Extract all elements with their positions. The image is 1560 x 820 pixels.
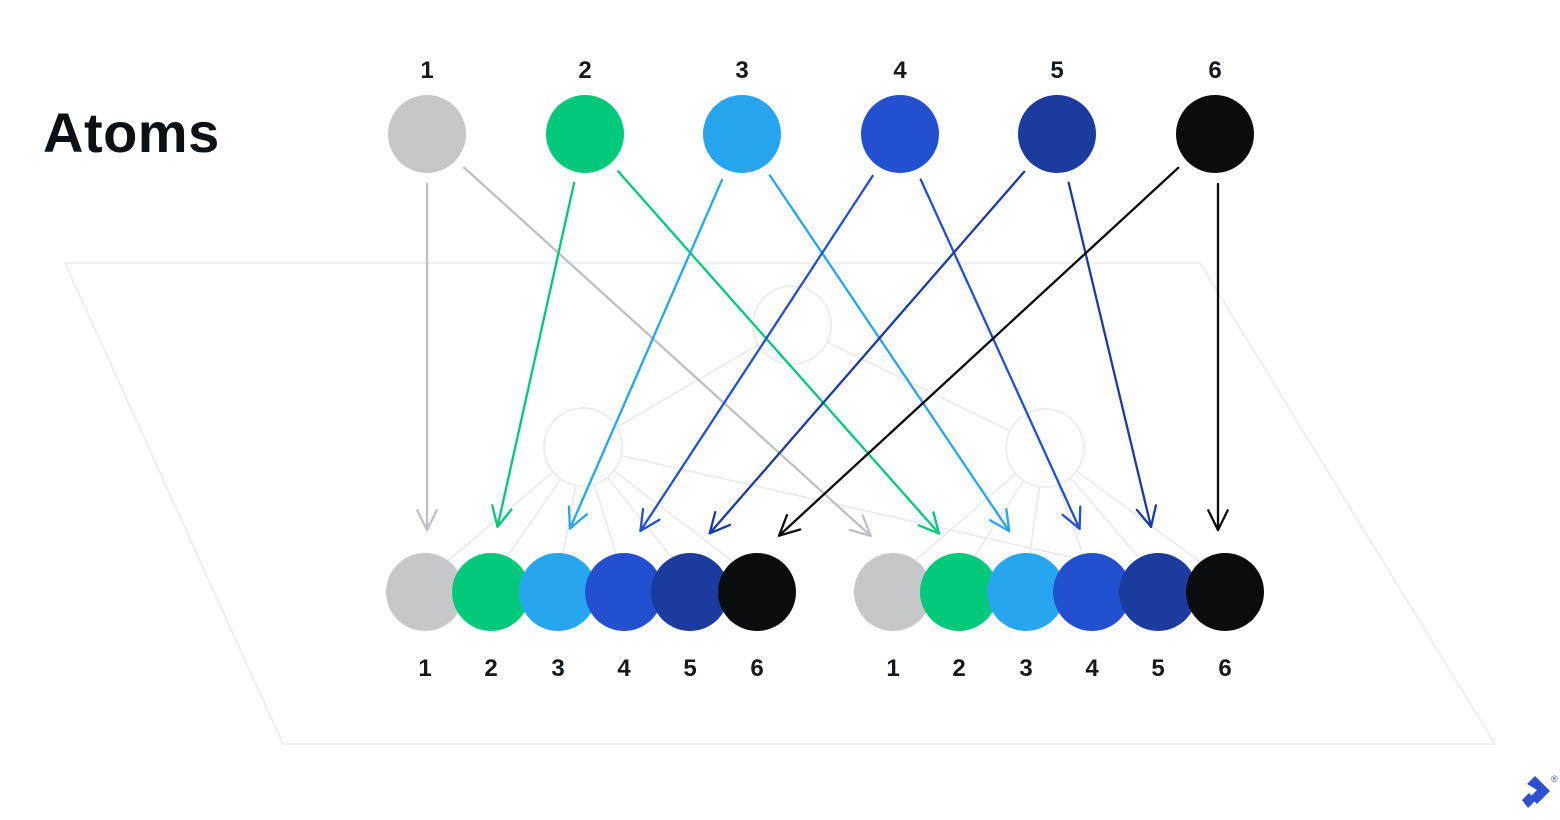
arrow-atom2-to-right-2-head (917, 524, 941, 535)
arrow-atom3-to-right-3-shaft (768, 174, 1011, 533)
atom-circle-3 (703, 95, 781, 173)
molecule-left-circle-2 (452, 553, 530, 631)
molecule-left-label-6: 6 (750, 655, 763, 682)
toptal-logo-bar-icon (1522, 793, 1536, 808)
molecule-right-label-2: 2 (952, 655, 965, 682)
atom-label-5: 5 (1050, 57, 1063, 84)
arrow-atom5-to-left-5-head (708, 523, 732, 535)
molecule-left-label-3: 3 (551, 655, 564, 682)
page-title: Atoms (43, 101, 220, 164)
molecule-right-circle-5 (1119, 553, 1197, 631)
atom-label-2: 2 (578, 57, 591, 84)
arrow-atom6-to-right-6-head (1216, 509, 1229, 532)
arrow-atom1-to-right-1 (462, 166, 872, 538)
arrow-atom1-to-right-1-head (861, 514, 872, 538)
arrow-atom6-to-left-6 (777, 166, 1180, 537)
arrow-atom5-to-left-5-shaft (708, 170, 1026, 535)
background-plane (63, 262, 1497, 745)
arrow-atom4-to-right-4-head (1078, 505, 1082, 530)
molecule-left-circle-5 (651, 553, 729, 631)
arrow-atom5-to-right-5-head (1149, 504, 1158, 528)
arrow-atom1-to-right-1-head (848, 528, 872, 538)
molecule-right-label-4: 4 (1085, 655, 1099, 682)
arrow-atom5-to-left-5-head (708, 510, 717, 535)
registered-trademark: ® (1551, 774, 1558, 784)
arrow-atom6-to-left-6-head (777, 528, 802, 537)
arrow-atom5-to-left-5 (708, 170, 1026, 535)
molecule-right-label-5: 5 (1151, 655, 1164, 682)
molecule-left-circle-6 (718, 553, 796, 631)
molecule-left-label-4: 4 (617, 655, 631, 682)
arrow-atom6-to-right-6-head (1207, 509, 1220, 532)
arrow-atom3-to-right-3-head (1005, 508, 1011, 533)
atom-label-4: 4 (893, 57, 907, 84)
arrow-atom2-to-left-2 (491, 181, 576, 528)
arrow-atom6-to-left-6-shaft (777, 166, 1180, 537)
arrow-atom2-to-left-2-head (496, 508, 513, 528)
arrow-atom2-to-left-2-shaft (496, 181, 576, 528)
atom-label-1: 1 (420, 57, 433, 84)
molecule-right-circle-4 (1053, 553, 1131, 631)
arrow-atom2-to-right-2 (617, 170, 941, 535)
atom-circle-4 (861, 95, 939, 173)
arrow-atom1-to-left-1-head (425, 509, 438, 532)
molecule-right-circle-2 (920, 553, 998, 631)
arrow-atom3-to-left-3-shaft (568, 178, 724, 530)
arrow-atom4-to-right-4-shaft (919, 178, 1081, 530)
arrow-atom2-to-right-2-head (932, 511, 941, 535)
atom-circle-5 (1018, 95, 1096, 173)
atom-label-6: 6 (1208, 57, 1221, 84)
molecule-left-label-2: 2 (484, 655, 497, 682)
arrow-atom4-to-right-4-head (1061, 513, 1081, 530)
arrow-atom4-to-right-4 (919, 178, 1082, 530)
molecule-left-label-5: 5 (683, 655, 696, 682)
atom-label-3: 3 (735, 57, 748, 84)
molecule-left-label-1: 1 (418, 655, 431, 682)
molecule-right-label-3: 3 (1019, 655, 1032, 682)
arrows-layer (416, 166, 1229, 538)
molecule-right-circle-1 (854, 553, 932, 631)
arrow-atom6-to-left-6-head (777, 513, 789, 537)
molecule-right-label-1: 1 (886, 655, 899, 682)
molecule-right-label-6: 6 (1218, 655, 1231, 682)
arrow-atom2-to-left-2-head (491, 504, 499, 528)
arrow-atom3-to-right-3 (768, 174, 1011, 533)
arrow-atom2-to-right-2-shaft (617, 170, 941, 535)
faint-bond-top-right (791, 324, 1046, 449)
molecule-left-circle-4 (585, 553, 663, 631)
faint-molecule-node-right (1005, 408, 1085, 488)
atom-circle-2 (546, 95, 624, 173)
toptal-logo: ® (1522, 774, 1558, 808)
arrow-atom4-to-left-4 (639, 174, 874, 533)
molecule-right-circle-6 (1186, 553, 1264, 631)
atom-circle-1 (388, 95, 466, 173)
arrow-atom1-to-left-1 (416, 182, 438, 532)
arrow-atom4-to-left-4-head (639, 507, 645, 533)
molecule-left-circle-1 (386, 553, 464, 631)
arrow-atom4-to-left-4-shaft (639, 174, 874, 533)
arrow-atom5-to-right-5-head (1135, 508, 1153, 528)
faint-background-layer (63, 262, 1497, 745)
arrow-atom6-to-right-6 (1207, 182, 1229, 532)
arrow-atom3-to-left-3 (567, 178, 724, 530)
arrow-atom5-to-right-5 (1067, 181, 1158, 528)
arrow-atom3-to-left-3-head (568, 513, 588, 530)
arrow-atom1-to-left-1-head (416, 509, 429, 532)
faint-molecule-node-left (543, 407, 623, 487)
faint-bond-left-top (582, 324, 793, 448)
arrow-atom3-to-right-3-head (988, 519, 1011, 533)
arrow-atom1-to-right-1-shaft (462, 166, 872, 538)
nodes-layer: 1 2 3 4 5 6 1 2 3 4 5 6 1 2 3 4 5 6 (386, 57, 1264, 682)
arrow-atom5-to-right-5-shaft (1067, 181, 1153, 528)
molecule-left-circle-3 (519, 553, 597, 631)
molecule-right-circle-3 (987, 553, 1065, 631)
atom-circle-6 (1176, 95, 1254, 173)
arrow-atom3-to-left-3-head (567, 505, 572, 530)
arrow-atom4-to-left-4-head (639, 518, 661, 533)
